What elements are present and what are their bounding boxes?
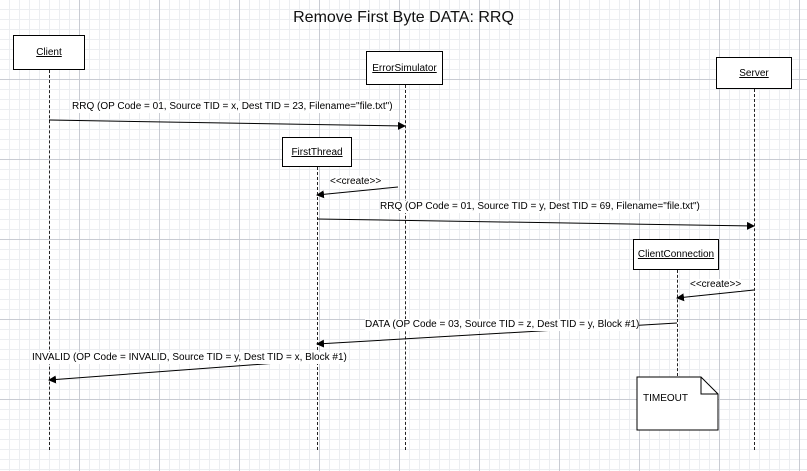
server-lifeline — [754, 89, 755, 450]
create-first-thread-arrow — [316, 186, 399, 199]
error-simulator-participant: ErrorSimulator — [366, 51, 443, 85]
message-label-rrq-2: RRQ (OP Code = 01, Source TID = y, Dest … — [380, 201, 700, 213]
client-participant: Client — [13, 35, 85, 70]
message-label-create-1: <<create>> — [330, 176, 382, 188]
timeout-note-text: TIMEOUT — [643, 393, 688, 404]
create-client-connection-arrow — [676, 289, 755, 302]
first-thread-participant: FirstThread — [282, 137, 352, 167]
error-simulator-lifeline — [405, 85, 406, 450]
server-participant: Server — [716, 57, 792, 89]
client-lifeline — [49, 70, 50, 450]
first-thread-lifeline — [317, 167, 318, 450]
message-label-data: DATA (OP Code = 03, Source TID = z, Dest… — [365, 319, 640, 331]
message-label-invalid: INVALID (OP Code = INVALID, Source TID =… — [32, 352, 347, 364]
client-connection-lifeline — [677, 270, 678, 376]
rrq-first-thread-to-server-arrow — [316, 218, 755, 230]
message-label-rrq-1: RRQ (OP Code = 01, Source TID = x, Dest … — [72, 101, 393, 113]
rrq-client-to-errorsim-arrow — [48, 119, 406, 130]
client-connection-participant: ClientConnection — [633, 239, 719, 270]
message-label-create-2: <<create>> — [690, 279, 742, 291]
diagram-title: Remove First Byte DATA: RRQ — [293, 9, 514, 26]
